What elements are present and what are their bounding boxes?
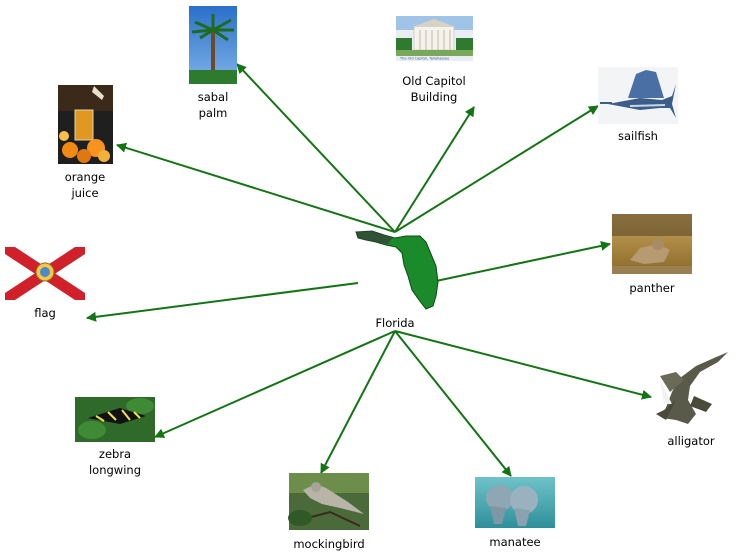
flag-label: flag	[34, 306, 56, 320]
sabal-palm-label: sabal palm	[197, 90, 229, 120]
alligator-label: alligator	[667, 434, 715, 448]
flag-image[interactable]	[5, 247, 85, 300]
sailfish-label: sailfish	[618, 129, 658, 143]
sailfish-image[interactable]	[598, 67, 678, 124]
arrow-to-old-capitol	[394, 106, 475, 233]
panther-label: panther	[629, 281, 675, 295]
florida-map[interactable]	[355, 230, 439, 310]
arrow-to-alligator	[394, 330, 652, 400]
arrow-to-sabal-palm	[236, 63, 396, 233]
alligator-image[interactable]	[656, 352, 728, 424]
old-capitol-image[interactable]: The Old Capitol, Tallahassee	[396, 16, 473, 61]
old-capitol-caption: The Old Capitol, Tallahassee	[399, 57, 449, 61]
arrow-to-manatee	[394, 330, 512, 477]
mockingbird-label: mockingbird	[293, 537, 365, 551]
sabal-palm-image[interactable]	[189, 6, 237, 84]
manatee-label: manatee	[489, 535, 541, 549]
arrow-to-mockingbird	[320, 330, 396, 474]
arrow-to-flag	[86, 282, 359, 322]
orange-juice-image[interactable]	[58, 85, 113, 164]
panther-image[interactable]	[612, 214, 692, 274]
orange-juice-label: orange juice	[64, 170, 106, 200]
old-capitol-label: Old Capitol Building	[402, 74, 466, 104]
zebra-longwing-label: zebra longwing	[88, 447, 141, 477]
arrow-to-orange-juice	[116, 142, 396, 233]
arrows	[86, 63, 652, 477]
florida-label: Florida	[375, 316, 415, 330]
manatee-image[interactable]	[475, 477, 555, 528]
arrow-to-panther	[435, 240, 611, 282]
zebra-longwing-image[interactable]	[75, 397, 155, 442]
arrow-to-zebra-longwing	[154, 330, 396, 438]
mockingbird-image[interactable]	[288, 473, 369, 530]
arrow-to-sailfish	[394, 105, 599, 233]
